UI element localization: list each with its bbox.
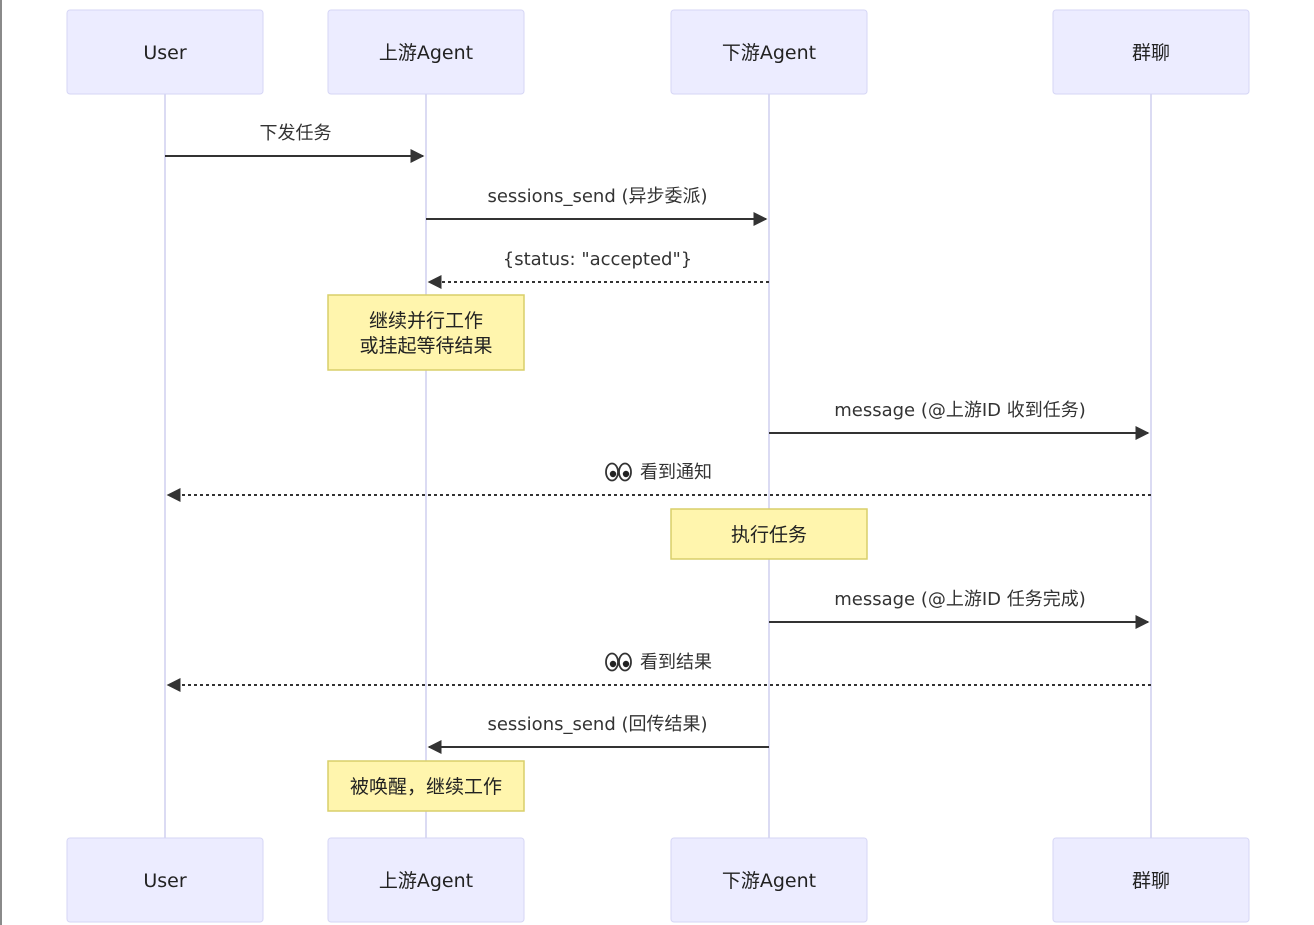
actor-upstream-bottom: 上游Agent bbox=[327, 837, 525, 923]
note-text-line: 或挂起等待结果 bbox=[359, 335, 492, 357]
actor-label: User bbox=[143, 42, 186, 64]
message-3: {status: "accepted"} bbox=[427, 249, 769, 289]
note-text-line: 继续并行工作 bbox=[369, 310, 483, 332]
actor-label: 群聊 bbox=[1132, 42, 1170, 64]
message-label: {status: "accepted"} bbox=[503, 249, 692, 270]
actor-label: 上游Agent bbox=[379, 42, 473, 64]
actor-box bbox=[670, 9, 868, 95]
note-3: 被唤醒，继续工作 bbox=[327, 760, 525, 812]
message-5: 看到通知 bbox=[166, 462, 1151, 502]
message-label: message (@上游ID 收到任务) bbox=[834, 400, 1086, 421]
note-box bbox=[670, 508, 868, 560]
message-label: 看到通知 bbox=[640, 462, 712, 483]
message-7: 看到结果 bbox=[166, 652, 1151, 692]
actor-box bbox=[327, 9, 525, 95]
message-label: sessions_send (异步委派) bbox=[487, 186, 707, 207]
message-6: message (@上游ID 任务完成) bbox=[769, 589, 1150, 629]
message-label: 看到结果 bbox=[640, 652, 712, 673]
actor-downstream-top: 下游Agent bbox=[670, 9, 868, 95]
actor-group-top: 群聊 bbox=[1052, 9, 1250, 95]
actor-label: 下游Agent bbox=[722, 870, 816, 892]
actor-box bbox=[66, 9, 264, 95]
note-text-line: 被唤醒，继续工作 bbox=[350, 776, 502, 798]
note-box bbox=[327, 294, 525, 371]
actor-label: 下游Agent bbox=[722, 42, 816, 64]
note-2: 执行任务 bbox=[670, 508, 868, 560]
eyes-icon bbox=[605, 652, 632, 672]
actor-box bbox=[66, 837, 264, 923]
message-label: message (@上游ID 任务完成) bbox=[834, 589, 1086, 610]
actor-box bbox=[327, 837, 525, 923]
actor-label: 上游Agent bbox=[379, 870, 473, 892]
message-4: message (@上游ID 收到任务) bbox=[769, 400, 1150, 440]
message-label: 下发任务 bbox=[260, 123, 332, 144]
frame-edge bbox=[0, 0, 2, 925]
message-1: 下发任务 bbox=[165, 123, 425, 163]
note-text-line: 执行任务 bbox=[731, 524, 807, 546]
actor-user-bottom: User bbox=[66, 837, 264, 923]
actor-upstream-top: 上游Agent bbox=[327, 9, 525, 95]
actor-downstream-bottom: 下游Agent bbox=[670, 837, 868, 923]
actor-box bbox=[670, 837, 868, 923]
note-box bbox=[327, 760, 525, 812]
actor-box bbox=[1052, 9, 1250, 95]
message-label: sessions_send (回传结果) bbox=[487, 714, 707, 735]
message-8: sessions_send (回传结果) bbox=[427, 714, 769, 754]
actor-group-bottom: 群聊 bbox=[1052, 837, 1250, 923]
actor-label: User bbox=[143, 870, 186, 892]
actor-box bbox=[1052, 837, 1250, 923]
eyes-icon bbox=[605, 462, 632, 482]
actor-label: 群聊 bbox=[1132, 870, 1170, 892]
message-2: sessions_send (异步委派) bbox=[426, 186, 768, 226]
actor-user-top: User bbox=[66, 9, 264, 95]
